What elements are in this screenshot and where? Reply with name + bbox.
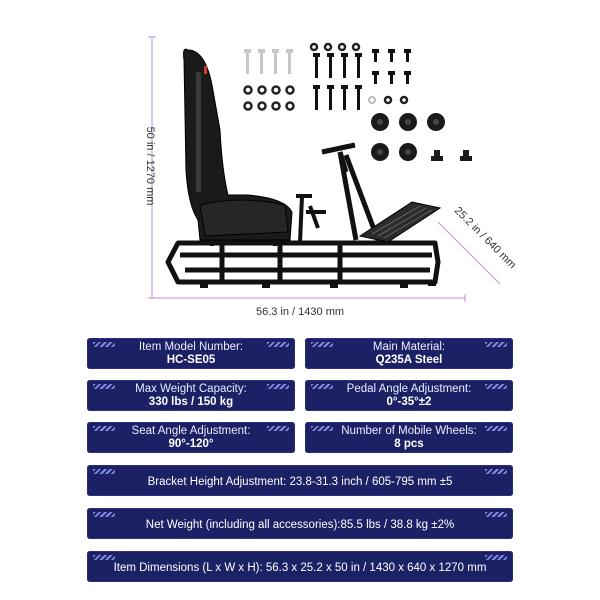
height-dimension-label: 50 in / 1270 mm [144,126,156,206]
dimension-lines [148,36,501,302]
cockpit-frame [165,240,441,285]
spec-label: Item Model Number: [138,341,244,353]
width-dimension-label: 56.3 in / 1430 mm [255,306,345,318]
spec-text: Net Weight (including all accessories):8… [145,519,455,531]
spec-pedal-angle: Pedal Angle Adjustment: 0°-35°±2 [305,380,513,411]
spec-value: HC-SE05 [166,354,216,366]
spec-value: 8 pcs [394,438,424,450]
wheel-column [321,142,381,241]
racing-seat [183,48,293,241]
spec-label: Number of Mobile Wheels: [341,425,477,437]
spec-value: 330 lbs / 150 kg [148,396,234,408]
spec-seat-angle: Seat Angle Adjustment: 90°-120° [87,422,295,453]
spec-value: 90°-120° [168,438,214,450]
spec-net-weight: Net Weight (including all accessories):8… [87,508,513,539]
spec-model-number: Item Model Number: HC-SE05 [87,338,295,369]
spec-value: 0°-35°±2 [386,396,432,408]
pedal-plate [358,201,442,243]
spec-label: Main Material: [372,341,446,353]
spec-text: Item Dimensions (L x W x H): 56.3 x 25.2… [113,562,487,574]
spec-label: Pedal Angle Adjustment: [346,383,472,395]
spec-max-weight: Max Weight Capacity: 330 lbs / 150 kg [87,380,295,411]
spec-mobile-wheels: Number of Mobile Wheels: 8 pcs [305,422,513,453]
hardware-washers [243,42,409,111]
spec-text: Bracket Height Adjustment: 23.8-31.3 inc… [147,476,453,488]
spec-item-dimensions: Item Dimensions (L x W x H): 56.3 x 25.2… [87,551,513,582]
spec-value: Q235A Steel [375,354,443,366]
product-illustration [148,36,501,302]
mobile-wheels [371,113,472,161]
shifter-mount [296,194,326,244]
spec-label: Max Weight Capacity: [135,383,247,395]
spec-main-material: Main Material: Q235A Steel [305,338,513,369]
frame-feet [200,280,436,288]
spec-bracket-height: Bracket Height Adjustment: 23.8-31.3 inc… [87,465,513,496]
spec-label: Seat Angle Adjustment: [131,425,251,437]
seat-bracket [210,240,277,246]
hardware-bolts [244,49,411,110]
